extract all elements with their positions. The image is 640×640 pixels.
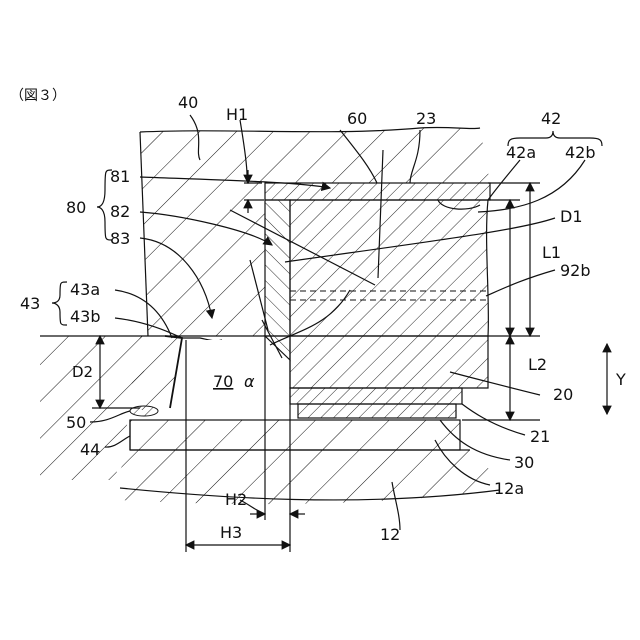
element-42 — [290, 200, 488, 336]
label-80: 80 — [66, 198, 86, 217]
element-20 — [290, 336, 488, 388]
label-70: 70 — [213, 372, 233, 391]
label-H2: H2 — [225, 490, 247, 509]
label-30: 30 — [514, 453, 534, 472]
leader-42b — [478, 160, 585, 212]
label-L1: L1 — [542, 243, 561, 262]
label-alpha: α — [244, 372, 255, 391]
side-wall-82 — [265, 200, 290, 336]
label-82: 82 — [110, 202, 130, 221]
label-23: 23 — [416, 109, 436, 128]
plate-44 — [130, 420, 460, 450]
label-H3: H3 — [220, 523, 242, 542]
label-Y: Y — [615, 370, 626, 389]
label-83: 83 — [110, 229, 130, 248]
label-40: 40 — [178, 93, 198, 112]
label-12a: 12a — [494, 479, 524, 498]
label-43a: 43a — [70, 280, 100, 299]
label-21: 21 — [530, 427, 550, 446]
brace-43 — [52, 282, 67, 325]
cap-60 — [265, 183, 490, 200]
label-43: 43 — [20, 294, 40, 313]
leader-42a — [488, 160, 520, 200]
label-L2: L2 — [528, 355, 547, 374]
layer-21 — [290, 388, 462, 404]
label-42: 42 — [541, 109, 561, 128]
label-92b: 92b — [560, 261, 591, 280]
label-44: 44 — [80, 440, 100, 459]
label-H1: H1 — [226, 105, 248, 124]
label-42a: 42a — [506, 143, 536, 162]
label-42b: 42b — [565, 143, 596, 162]
label-D1: D1 — [560, 207, 583, 226]
label-50: 50 — [66, 413, 86, 432]
label-12: 12 — [380, 525, 400, 544]
label-43b: 43b — [70, 307, 101, 326]
label-81: 81 — [110, 167, 130, 186]
space-70 — [186, 340, 286, 408]
label-20: 20 — [553, 385, 573, 404]
label-60: 60 — [347, 109, 367, 128]
leader-92b — [486, 270, 555, 296]
figure-number: （図３） — [10, 88, 66, 104]
layer-30 — [298, 404, 456, 418]
label-D2: D2 — [72, 363, 93, 381]
